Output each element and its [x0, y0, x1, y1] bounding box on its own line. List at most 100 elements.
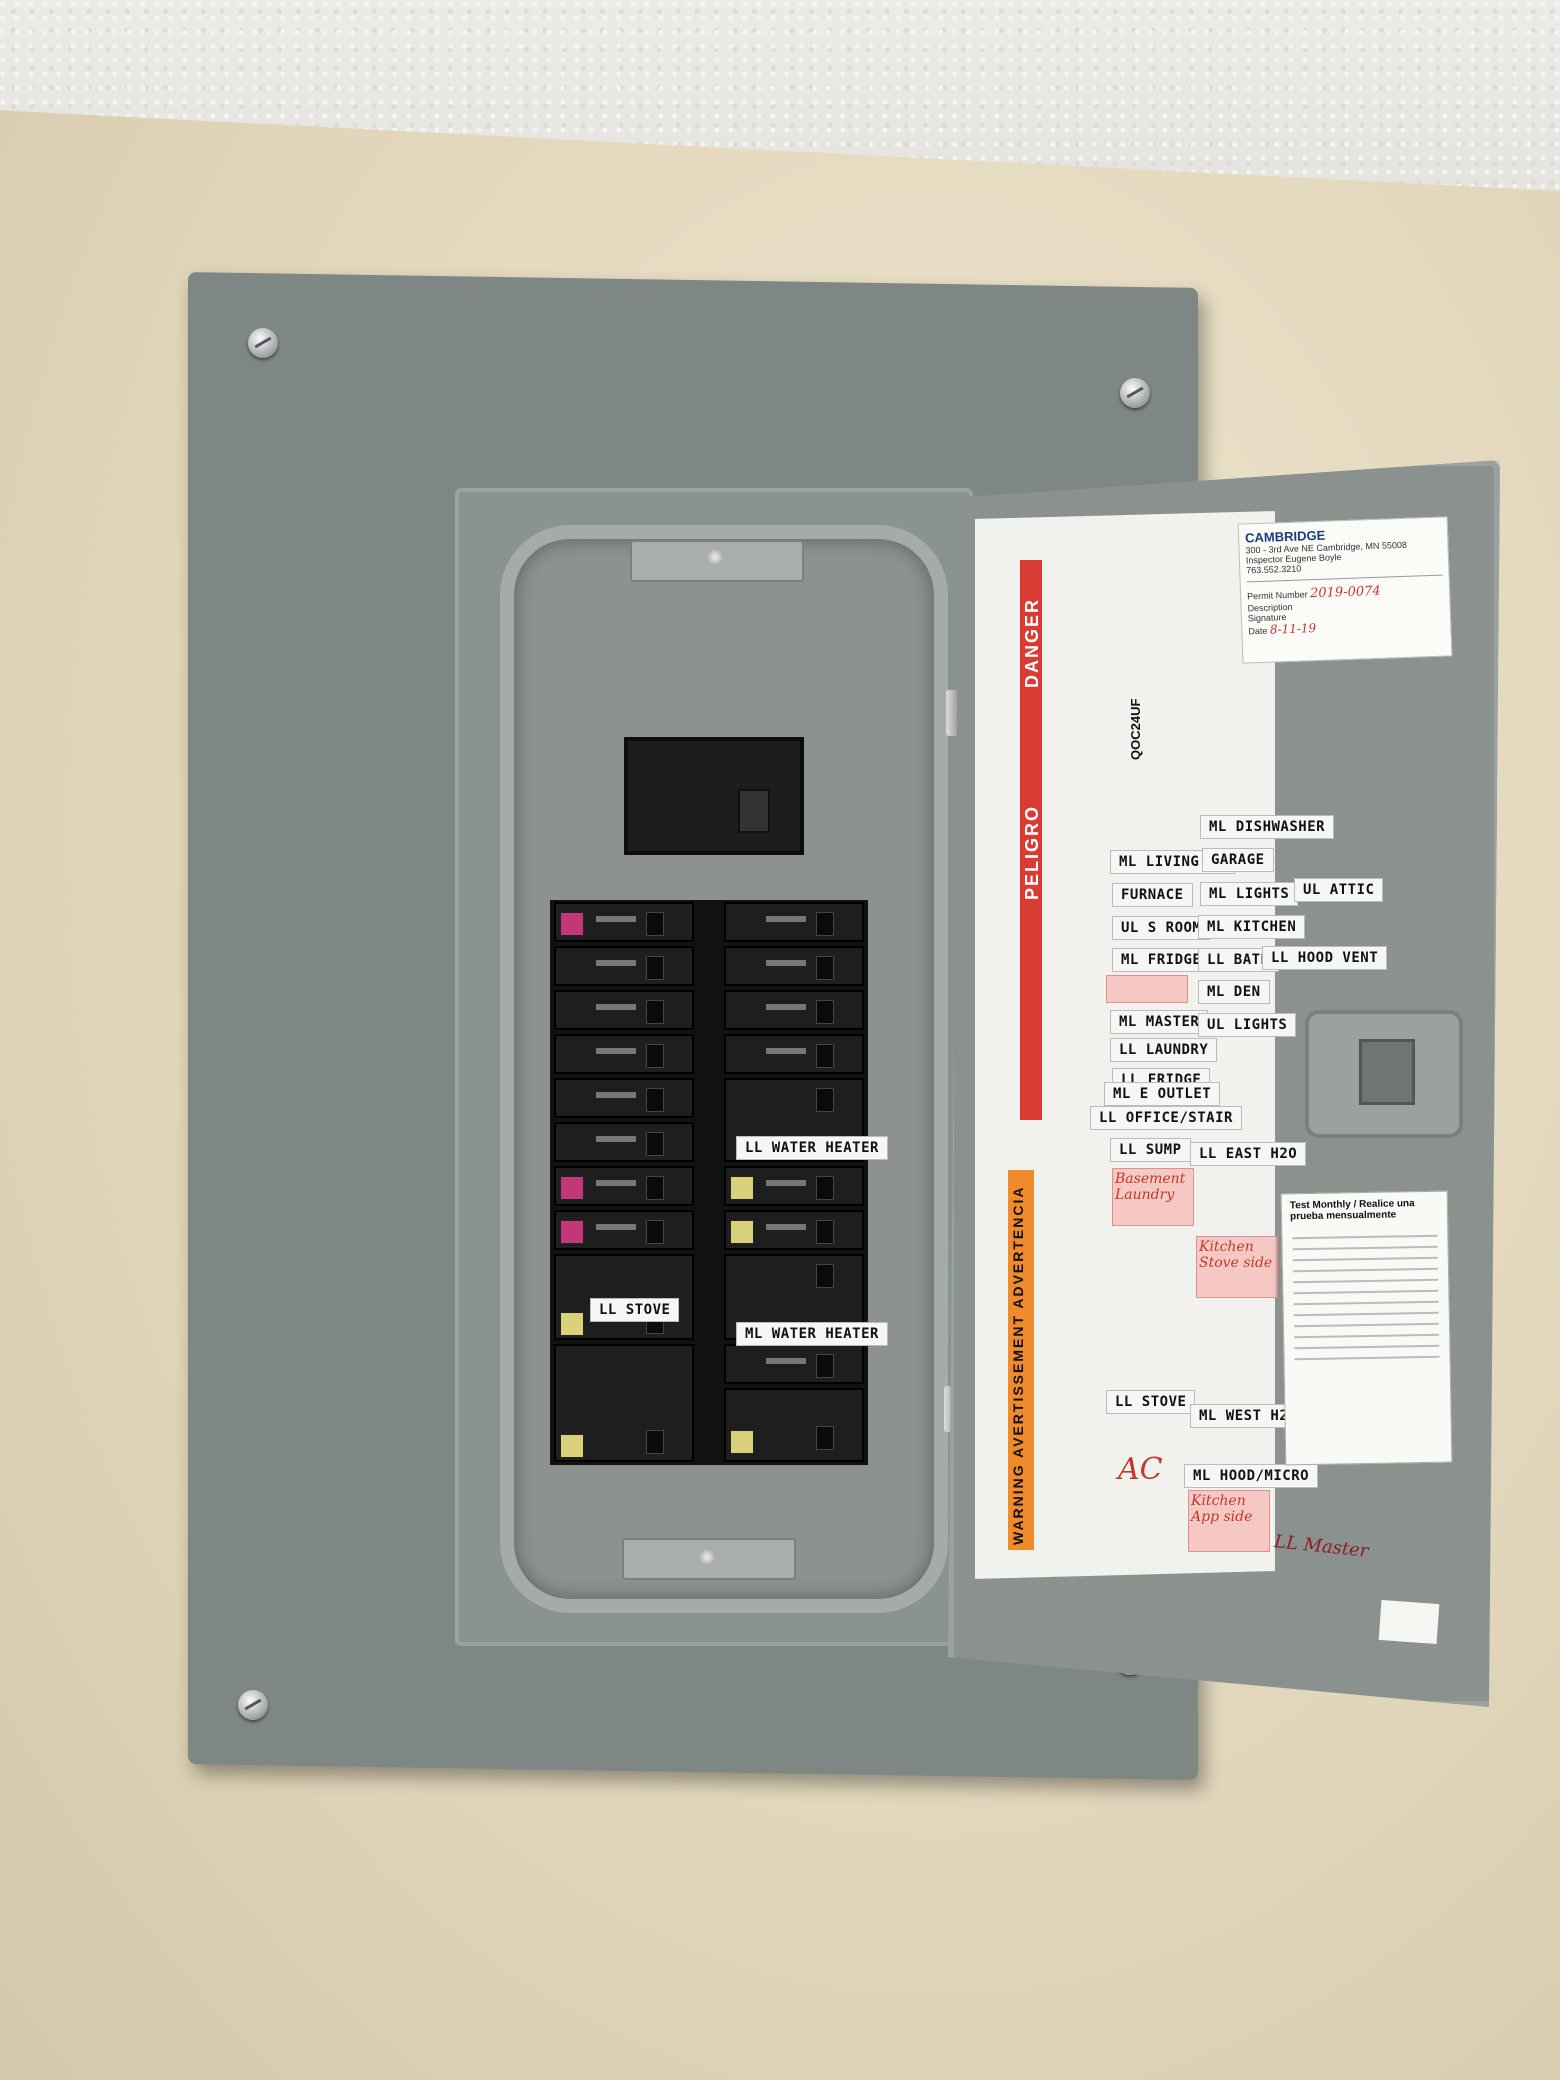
test-button-icon[interactable]: [560, 1434, 584, 1458]
peligro-text: PELIGRO: [1022, 804, 1042, 900]
permit-number-value: 2019-0074: [1309, 583, 1381, 602]
breaker-handle[interactable]: [646, 1000, 664, 1024]
circuit-label-ul-s-room: UL S ROOM: [1112, 916, 1211, 940]
redacted-label: [1106, 975, 1188, 1003]
main-breaker-handle[interactable]: [738, 789, 770, 833]
test-button-icon[interactable]: [560, 1312, 584, 1336]
breaker-rating: [596, 1004, 636, 1010]
breaker-label-ll-water-heater: LL WATER HEATER: [736, 1136, 888, 1160]
breaker-17-19[interactable]: [554, 1254, 694, 1340]
circuit-label-furnace: FURNACE: [1112, 883, 1193, 907]
circuit-label-ml-lights: ML LIGHTS: [1200, 882, 1299, 906]
test-button-icon[interactable]: [560, 1220, 584, 1244]
breaker-bank: [550, 900, 868, 1465]
test-monthly-text: Test Monthly / Realice una prueba mensua…: [1289, 1198, 1415, 1223]
circuit-label-ml-den: ML DEN: [1198, 980, 1270, 1004]
breaker-rating: [596, 916, 636, 922]
breaker-22[interactable]: [724, 1344, 864, 1384]
date-value: 8-11-19: [1269, 621, 1317, 637]
breaker-9[interactable]: [554, 1078, 694, 1118]
breaker-13[interactable]: [554, 1166, 694, 1206]
warning-text: WARNING AVERTISSEMENT ADVERTENCIA: [1010, 1185, 1026, 1546]
circuit-label-ml-kitchen: ML KITCHEN: [1198, 915, 1306, 939]
breaker-handle[interactable]: [816, 1220, 834, 1244]
breaker-14[interactable]: [724, 1166, 864, 1206]
date-label: Date: [1248, 625, 1268, 637]
circuit-label-ml-dishwasher: ML DISHWASHER: [1200, 815, 1335, 839]
breaker-rating: [766, 960, 806, 966]
circuit-label-ml-fridge: ML FRIDGE: [1112, 948, 1211, 972]
breaker-15[interactable]: [554, 1210, 694, 1250]
breaker-16[interactable]: [724, 1210, 864, 1250]
breaker-rating: [596, 960, 636, 966]
screw-icon: [698, 1548, 716, 1566]
breaker-rating: [766, 1048, 806, 1054]
breaker-1[interactable]: [554, 902, 694, 942]
breaker-rating: [596, 1180, 636, 1186]
breaker-rating: [766, 1004, 806, 1010]
warning-strip: [1008, 1170, 1034, 1550]
breaker-handle[interactable]: [816, 1176, 834, 1200]
door-latch[interactable]: [1305, 1010, 1463, 1138]
circuit-label-ul-attic: UL ATTIC: [1294, 878, 1384, 902]
circuit-label-ll-hood-vent: LL HOOD VENT: [1262, 946, 1388, 970]
danger-text: DANGER: [1022, 597, 1042, 688]
breaker-label-ml-water-heater: ML WATER HEATER: [736, 1322, 888, 1346]
test-button-icon[interactable]: [730, 1430, 754, 1454]
breaker-handle[interactable]: [646, 1044, 664, 1068]
test-button-icon[interactable]: [730, 1176, 754, 1200]
latch-handle[interactable]: [1359, 1039, 1415, 1105]
breaker-handle[interactable]: [816, 1000, 834, 1024]
circuit-label-ll-laundry: LL LAUNDRY: [1110, 1038, 1218, 1062]
breaker-2[interactable]: [724, 902, 864, 942]
model-number: QOC24UF: [1128, 698, 1143, 760]
breaker-24[interactable]: [724, 1388, 864, 1462]
circuit-label-garage: GARAGE: [1202, 848, 1274, 872]
breaker-handle[interactable]: [816, 1264, 834, 1288]
handwritten-note-kitchen-stove-side: Kitchen Stove side: [1196, 1236, 1278, 1298]
breaker-6[interactable]: [724, 990, 864, 1030]
breaker-8[interactable]: [724, 1034, 864, 1074]
danger-strip: [1020, 560, 1042, 1120]
breaker-handle[interactable]: [816, 912, 834, 936]
circuit-label-ul-lights: UL LIGHTS: [1198, 1013, 1297, 1037]
breaker-rating: [766, 1180, 806, 1186]
breaker-21-23[interactable]: [554, 1344, 694, 1462]
breaker-3[interactable]: [554, 946, 694, 986]
circuit-label-ll-sump: LL SUMP: [1110, 1138, 1191, 1162]
handwritten-note-kitchen-app-side: Kitchen App side: [1188, 1490, 1270, 1552]
breaker-handle[interactable]: [816, 956, 834, 980]
handwritten-note-ac: AC: [1118, 1452, 1163, 1487]
circuit-label-ll-east-h2o: LL EAST H2O: [1190, 1142, 1307, 1166]
breaker-handle[interactable]: [646, 1176, 664, 1200]
breaker-label-ll-stove: LL STOVE: [590, 1298, 680, 1322]
test-button-icon[interactable]: [560, 912, 584, 936]
breaker-handle[interactable]: [816, 1044, 834, 1068]
breaker-5[interactable]: [554, 990, 694, 1030]
breaker-handle[interactable]: [816, 1088, 834, 1112]
breaker-handle[interactable]: [646, 1430, 664, 1454]
breaker-7[interactable]: [554, 1034, 694, 1074]
screw-icon: [238, 1690, 268, 1720]
circuit-label-ml-master: ML MASTER: [1110, 1010, 1209, 1034]
breaker-handle[interactable]: [646, 956, 664, 980]
main-breaker[interactable]: [624, 737, 804, 855]
breaker-rating: [596, 1136, 636, 1142]
breaker-handle[interactable]: [816, 1354, 834, 1378]
circuit-label-ll-stove: LL STOVE: [1106, 1390, 1196, 1414]
test-button-icon[interactable]: [560, 1176, 584, 1200]
breaker-handle[interactable]: [816, 1426, 834, 1450]
breaker-11[interactable]: [554, 1122, 694, 1162]
circuit-label-ll-office-stair: LL OFFICE/STAIR: [1090, 1106, 1242, 1130]
breaker-handle[interactable]: [646, 1088, 664, 1112]
tape-remnant: [1378, 1600, 1440, 1644]
permit-number-label: Permit Number: [1246, 589, 1308, 602]
breaker-handle[interactable]: [646, 912, 664, 936]
breaker-handle[interactable]: [646, 1132, 664, 1156]
breaker-rating: [596, 1048, 636, 1054]
breaker-4[interactable]: [724, 946, 864, 986]
screw-icon: [706, 548, 724, 566]
test-button-icon[interactable]: [730, 1220, 754, 1244]
breaker-handle[interactable]: [646, 1220, 664, 1244]
breaker-rating: [766, 916, 806, 922]
